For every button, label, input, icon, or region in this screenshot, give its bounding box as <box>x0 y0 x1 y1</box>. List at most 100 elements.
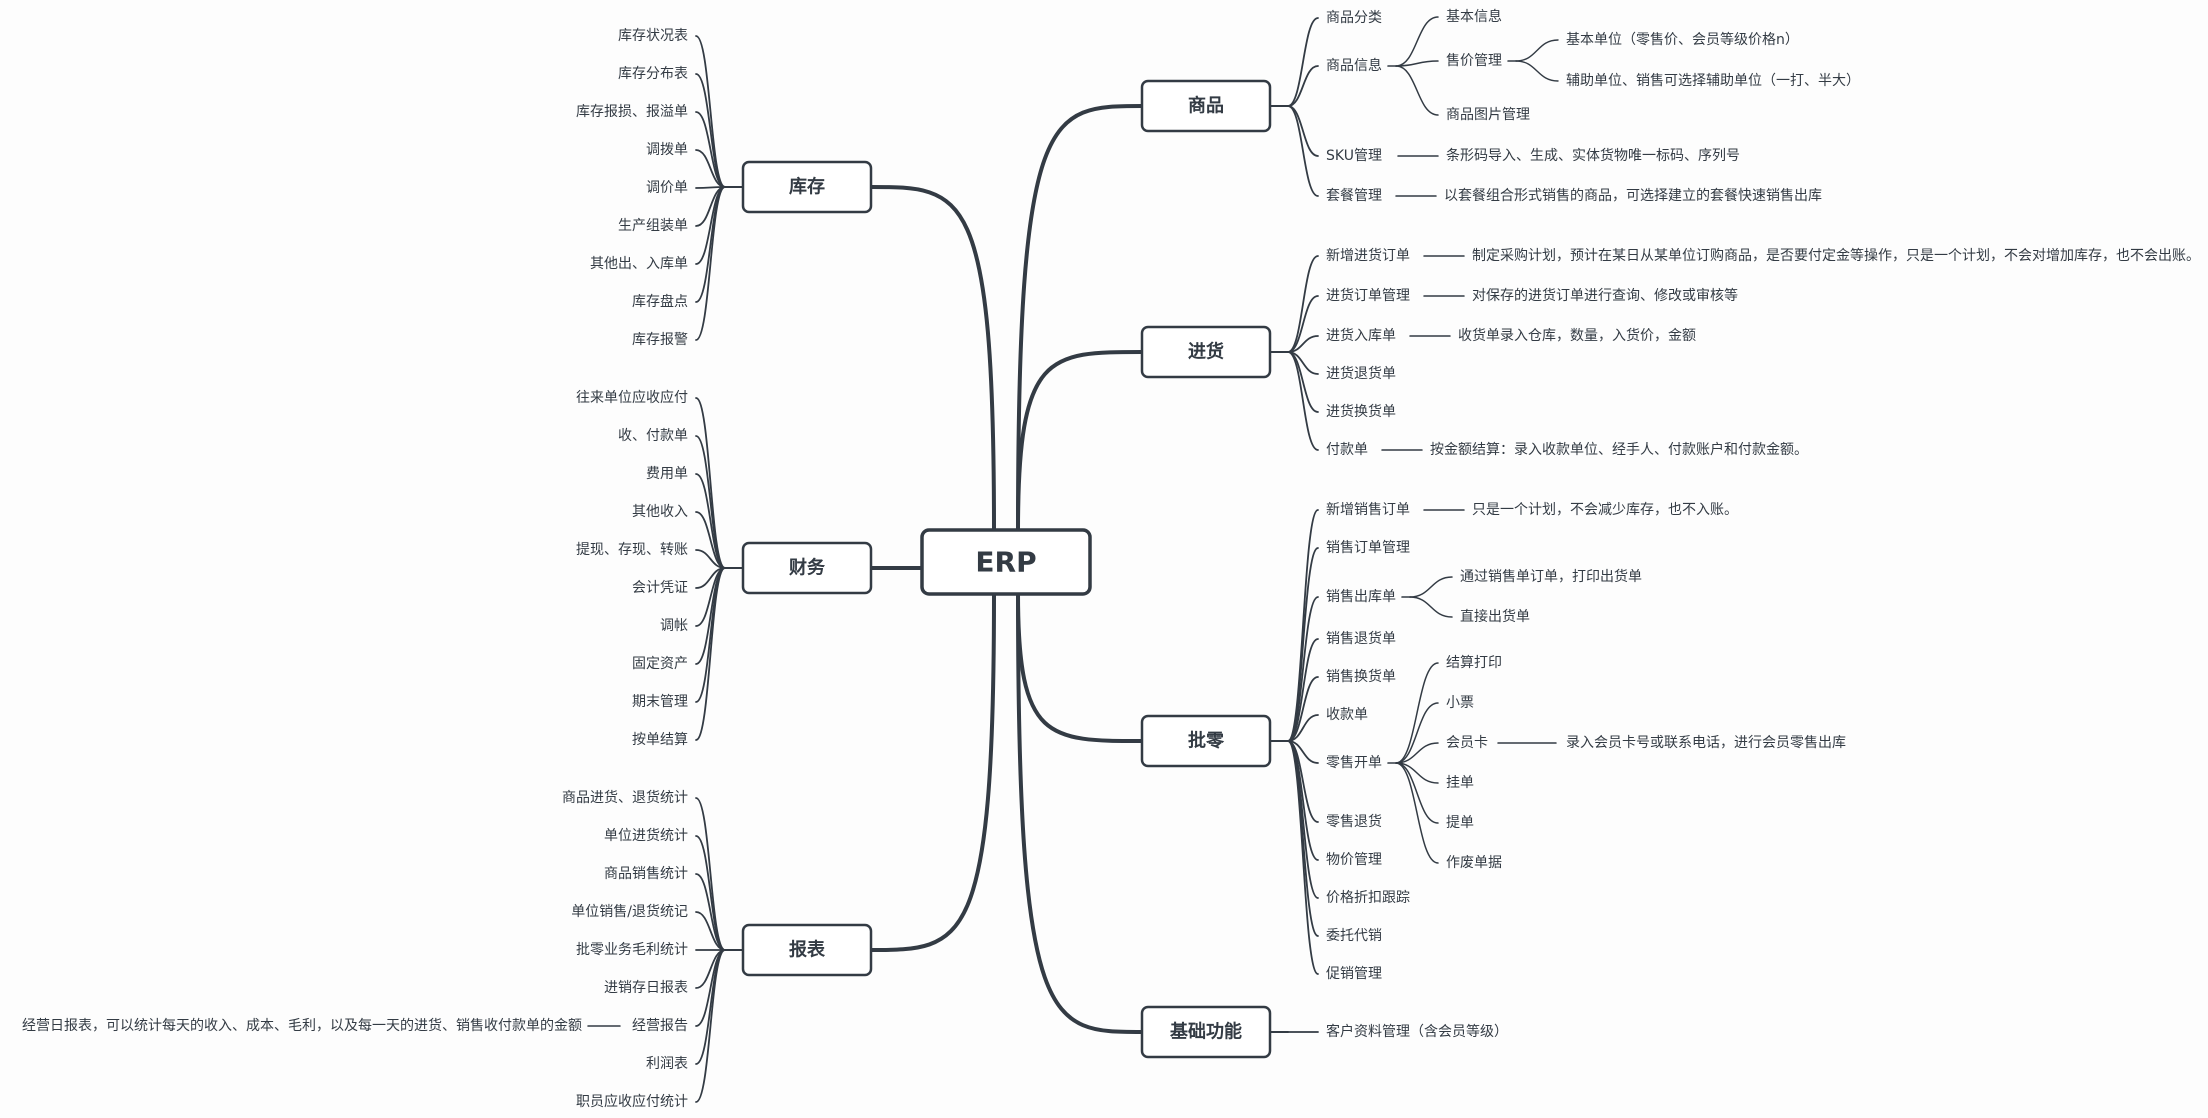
branch-node-goods <box>1140 79 1272 133</box>
topic-item: 商品销售统计 <box>604 866 688 882</box>
child-connector <box>695 149 726 188</box>
child-connector <box>695 186 726 341</box>
detail-item: 条形码导入、生成、实体货物唯一标码、序列号 <box>1446 147 1740 164</box>
sub-connector <box>1395 702 1439 764</box>
sub-topic-item: 小票 <box>1446 695 1474 711</box>
topic-item: 单位进货统计 <box>604 827 688 844</box>
topic-item: 零售开单 <box>1326 755 1382 771</box>
sub-connector <box>1409 596 1453 618</box>
trunk-line <box>1016 104 1144 532</box>
child-connector <box>1287 105 1319 197</box>
branch-node-finance <box>741 541 873 595</box>
child-connector <box>695 949 726 1103</box>
detail-item: 只是一个计划，不会减少库存，也不入账。 <box>1472 502 1738 518</box>
topic-item: 商品分类 <box>1326 10 1382 26</box>
topic-item: 零售退货 <box>1326 813 1382 830</box>
detail-item: 收货单录入仓库，数量，入货价，金额 <box>1458 327 1696 344</box>
child-connector <box>695 73 726 188</box>
child-connector <box>695 911 726 951</box>
root-label: ERP <box>975 546 1036 579</box>
sub-topic-item: 基本信息 <box>1446 8 1502 25</box>
branch-node-purchase <box>1140 325 1272 379</box>
root-node <box>920 528 1092 596</box>
topic-item: 调拨单 <box>646 142 688 158</box>
topic-item: 进货退货单 <box>1326 365 1396 382</box>
topic-item: 新增销售订单 <box>1326 502 1410 518</box>
detail-item: 以套餐组合形式销售的商品，可选择建立的套餐快速销售出库 <box>1444 188 1822 204</box>
branch-label: 财务 <box>789 557 826 579</box>
child-connector <box>695 511 726 569</box>
child-connector <box>695 567 726 741</box>
topic-item: 进货订单管理 <box>1326 287 1410 304</box>
topic-item: 单位销售/退货统记 <box>571 903 688 920</box>
child-connector <box>1287 295 1319 353</box>
topic-item: 进货换货单 <box>1326 403 1396 420</box>
detail-item: 制定采购计划，预计在某日从某单位订购商品，是否要付定金等操作，只是一个计划，不会… <box>1472 247 2200 264</box>
topic-item: 收款单 <box>1326 707 1368 723</box>
topic-item: 利润表 <box>646 1056 688 1072</box>
topic-item: 进销存日报表 <box>604 980 688 996</box>
detail-item: 辅助单位、销售可选择辅助单位（一打、半大） <box>1566 72 1860 89</box>
topic-item: 批零业务毛利统计 <box>576 942 688 958</box>
child-connector <box>695 35 726 188</box>
topic-item: 调帐 <box>660 618 688 634</box>
sub-connector <box>1395 16 1439 67</box>
branch-label: 批零 <box>1188 730 1225 752</box>
child-connector <box>695 949 726 1027</box>
topic-item: 库存盘点 <box>632 293 688 310</box>
branch-node-retail <box>1140 714 1272 768</box>
sub-connector <box>1395 60 1439 67</box>
topic-item: SKU管理 <box>1326 148 1382 164</box>
child-connector <box>1287 596 1319 742</box>
branch-node-basic <box>1140 1005 1272 1059</box>
trunk-line <box>869 185 996 532</box>
topic-item: 职员应收应付统计 <box>576 1093 688 1110</box>
trunk-line <box>869 592 996 952</box>
child-connector <box>695 873 726 951</box>
topic-item: 费用单 <box>646 466 688 482</box>
topic-item: 库存报损、报溢单 <box>576 104 688 120</box>
topic-item: 物价管理 <box>1326 852 1382 868</box>
topic-item: 销售退货单 <box>1326 630 1396 647</box>
sub-connector <box>1409 576 1453 598</box>
topic-item: 销售出库单 <box>1326 589 1396 605</box>
branch-label: 报表 <box>789 939 826 961</box>
child-connector <box>1287 740 1319 937</box>
child-connector <box>695 835 726 951</box>
topic-item: 会计凭证 <box>632 580 688 596</box>
child-connector <box>1287 17 1319 107</box>
branch-node-inventory <box>741 160 873 214</box>
topic-item: 库存分布表 <box>618 66 688 82</box>
sub-topic-item: 结算打印 <box>1446 654 1502 671</box>
trunk-line <box>1016 350 1144 532</box>
sub-connector <box>1515 39 1559 62</box>
topic-item: 生产组装单 <box>618 218 688 234</box>
child-connector <box>695 111 726 188</box>
topic-item: 期末管理 <box>632 694 688 710</box>
detail-item: 按金额结算：录入收款单位、经手人、付款账户和付款金额。 <box>1430 441 1808 458</box>
trunk-line <box>1016 592 1144 1034</box>
topic-item: 收、付款单 <box>618 428 688 444</box>
sub-connector <box>1515 60 1559 82</box>
detail-item: 录入会员卡号或联系电话，进行会员零售出库 <box>1566 735 1846 751</box>
branch-label: 商品 <box>1188 95 1224 117</box>
topic-item: 其他出、入库单 <box>590 256 688 272</box>
sub-connector <box>1395 762 1439 864</box>
topic-item: 按单结算 <box>632 732 688 748</box>
sub-connector <box>1395 65 1439 116</box>
branch-label: 进货 <box>1188 341 1224 363</box>
sub-topic-item: 直接出货单 <box>1460 608 1530 625</box>
topic-item: 商品信息 <box>1326 57 1382 74</box>
topic-item: 销售订单管理 <box>1326 540 1410 556</box>
sub-topic-item: 会员卡 <box>1446 735 1488 751</box>
detail-item: 对保存的进货订单进行查询、修改或审核等 <box>1472 287 1738 304</box>
detail-item: 基本单位（零售价、会员等级价格n） <box>1566 31 1799 48</box>
child-connector <box>1287 351 1319 451</box>
sub-connector <box>1395 762 1439 824</box>
branch-node-report <box>741 923 873 977</box>
topic-item: 经营报告 <box>632 1018 688 1034</box>
branch-label: 基础功能 <box>1169 1021 1242 1043</box>
detail-item: 经营日报表，可以统计每天的收入、成本、毛利，以及每一天的进货、销售收付款单的金额 <box>22 1017 582 1034</box>
child-connector <box>695 435 726 569</box>
